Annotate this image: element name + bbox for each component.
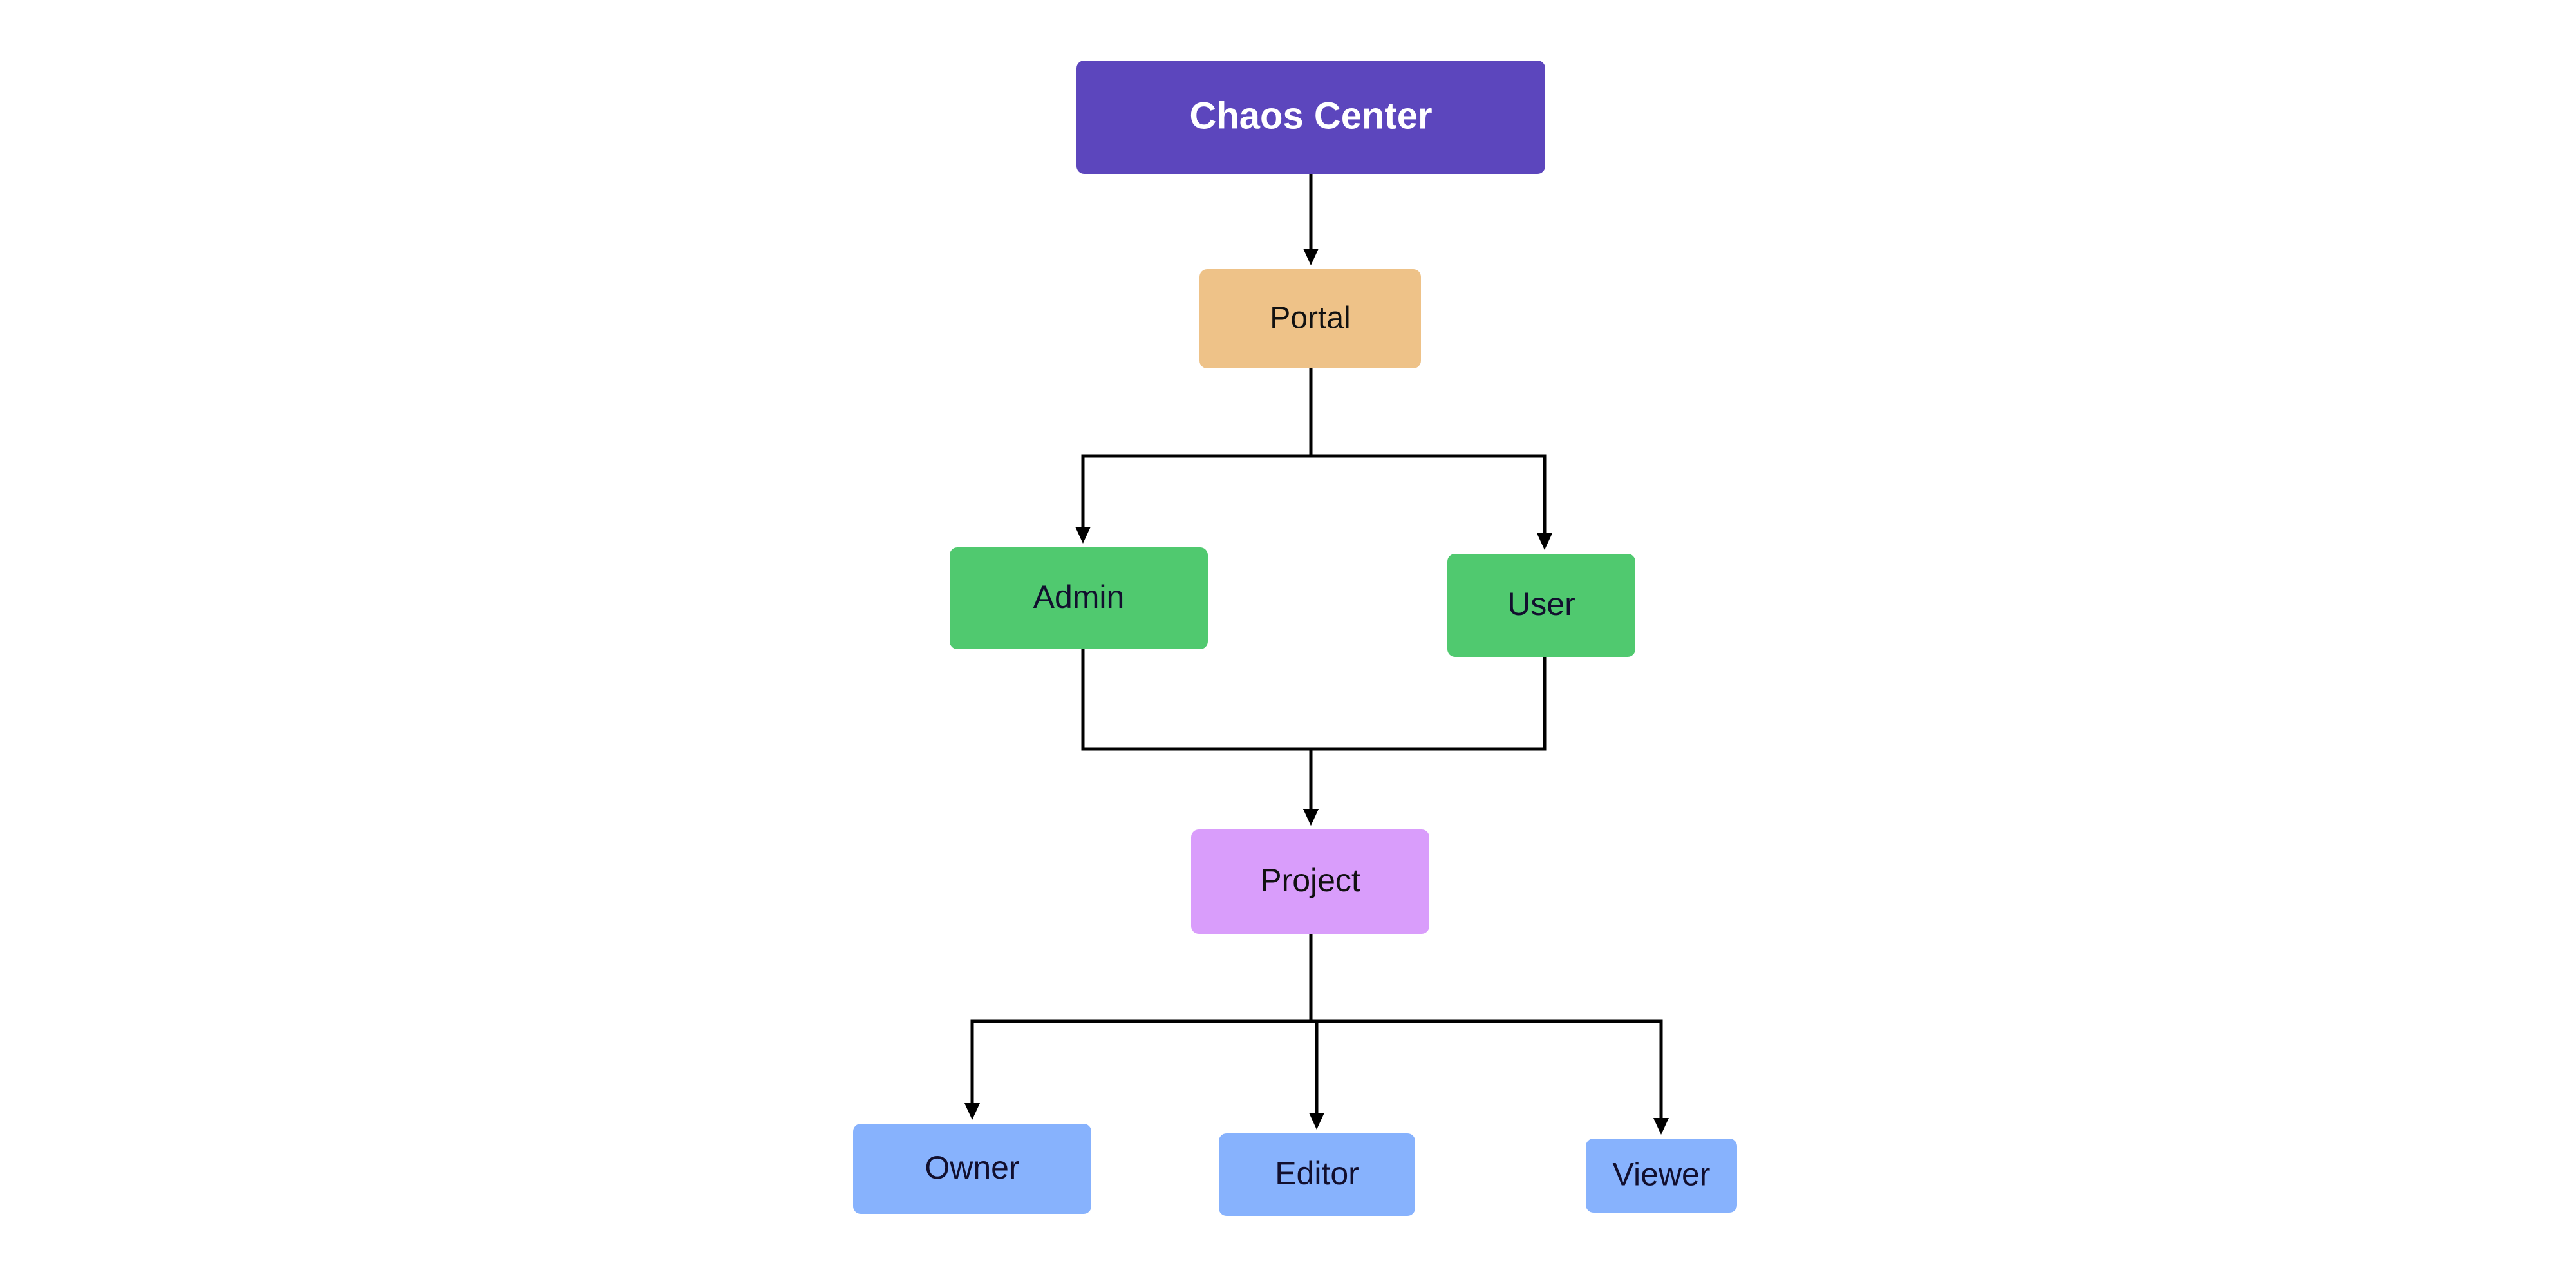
arrowhead-icon — [1075, 527, 1091, 544]
node-box-user[interactable] — [1447, 554, 1635, 657]
arrowhead-icon — [1303, 249, 1319, 265]
arrowhead-icon — [1653, 1118, 1669, 1135]
arrowhead-icon — [1303, 809, 1319, 826]
node-box-owner[interactable] — [853, 1124, 1091, 1214]
node-project[interactable]: Project — [1191, 829, 1429, 934]
node-box-chaos-center[interactable] — [1076, 61, 1545, 174]
arrowhead-icon — [964, 1103, 980, 1120]
node-editor[interactable]: Editor — [1219, 1133, 1415, 1216]
node-chaos-center[interactable]: Chaos Center — [1076, 61, 1545, 174]
node-portal[interactable]: Portal — [1199, 269, 1421, 368]
edge-connector — [1081, 649, 1319, 826]
edge-line — [970, 934, 1313, 1112]
node-admin[interactable]: Admin — [950, 547, 1208, 649]
edge-line — [1309, 657, 1547, 818]
node-label-portal: Portal — [1270, 301, 1350, 336]
edges-layer — [964, 174, 1669, 1135]
node-label-admin: Admin — [1033, 579, 1125, 615]
node-viewer[interactable]: Viewer — [1586, 1139, 1737, 1213]
node-label-viewer: Viewer — [1613, 1157, 1711, 1193]
node-box-project[interactable] — [1191, 829, 1429, 934]
edge-connector — [1303, 657, 1547, 826]
node-label-editor: Editor — [1275, 1155, 1359, 1191]
edge-connector — [1309, 934, 1669, 1135]
node-user[interactable]: User — [1447, 554, 1635, 657]
edge-line — [1081, 649, 1313, 818]
node-label-project: Project — [1260, 862, 1360, 898]
edge-connector — [1303, 174, 1319, 265]
node-box-portal[interactable] — [1199, 269, 1421, 368]
node-owner[interactable]: Owner — [853, 1124, 1091, 1214]
node-label-user: User — [1507, 586, 1575, 622]
node-box-editor[interactable] — [1219, 1133, 1415, 1216]
edge-line — [1309, 368, 1547, 542]
edge-line — [1081, 368, 1313, 536]
edge-line — [1309, 934, 1663, 1127]
node-box-admin[interactable] — [950, 547, 1208, 649]
edge-connector — [1075, 368, 1313, 544]
node-box-viewer[interactable] — [1586, 1139, 1737, 1213]
edge-connector — [1309, 368, 1552, 550]
arrowhead-icon — [1309, 1113, 1324, 1130]
node-label-owner: Owner — [925, 1150, 1019, 1186]
arrowhead-icon — [1537, 533, 1552, 550]
node-label-chaos-center: Chaos Center — [1189, 95, 1432, 137]
edge-connector — [964, 934, 1313, 1120]
